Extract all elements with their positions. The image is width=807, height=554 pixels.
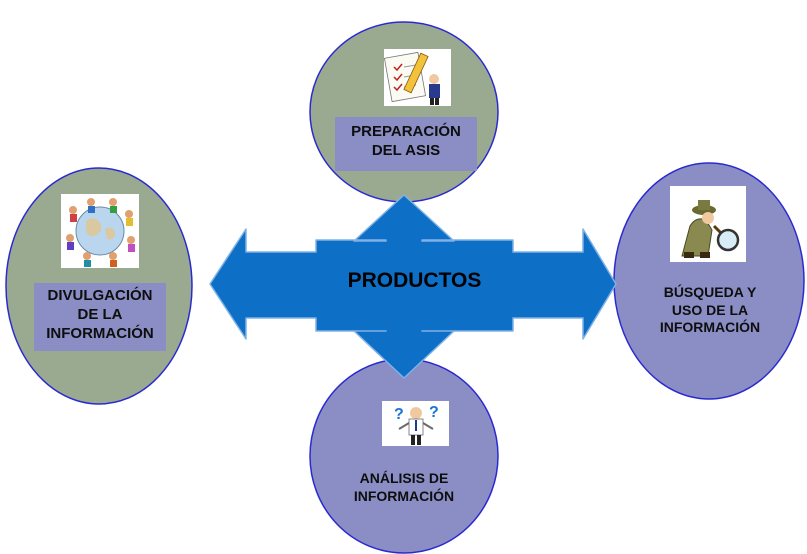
node-top-line-1: PREPARACIÓN (351, 123, 461, 140)
svg-text:?: ? (429, 404, 439, 421)
node-bottom-circle (309, 358, 499, 554)
node-left-line-3: INFORMACIÓN (46, 324, 154, 342)
node-right-line-2: USO DE LA (671, 301, 749, 318)
person-question-marks-icon: ? ? (382, 401, 449, 446)
node-right-line-3: INFORMACIÓN (659, 319, 761, 335)
node-top-line-2: DEL ASIS (371, 141, 441, 159)
svg-text:?: ? (394, 406, 404, 423)
four-way-arrow (209, 194, 617, 379)
center-label: PRODUCTOS (316, 268, 513, 294)
node-bottom-label: ANÁLISIS DE INFORMACIÓN (334, 470, 474, 505)
person-writing-checklist-icon (383, 49, 451, 106)
node-bottom-line-1: ANÁLISIS DE (359, 470, 449, 486)
detective-magnifier-icon (670, 186, 746, 262)
node-top-label: PREPARACIÓN DEL ASIS (335, 117, 477, 171)
node-left-label: DIVULGACIÓN DE LA INFORMACIÓN (34, 283, 166, 351)
center-label-text: PRODUCTOS (347, 269, 482, 292)
node-left-line-2: DE LA (77, 305, 123, 323)
node-right-line-1: BÚSQUEDA Y (663, 284, 757, 300)
node-left-line-1: DIVULGACIÓN (47, 287, 153, 304)
people-around-globe-icon (61, 194, 139, 268)
node-bottom-line-2: INFORMACIÓN (353, 487, 455, 504)
node-right-label: BÚSQUEDA Y USO DE LA INFORMACIÓN (640, 284, 780, 337)
